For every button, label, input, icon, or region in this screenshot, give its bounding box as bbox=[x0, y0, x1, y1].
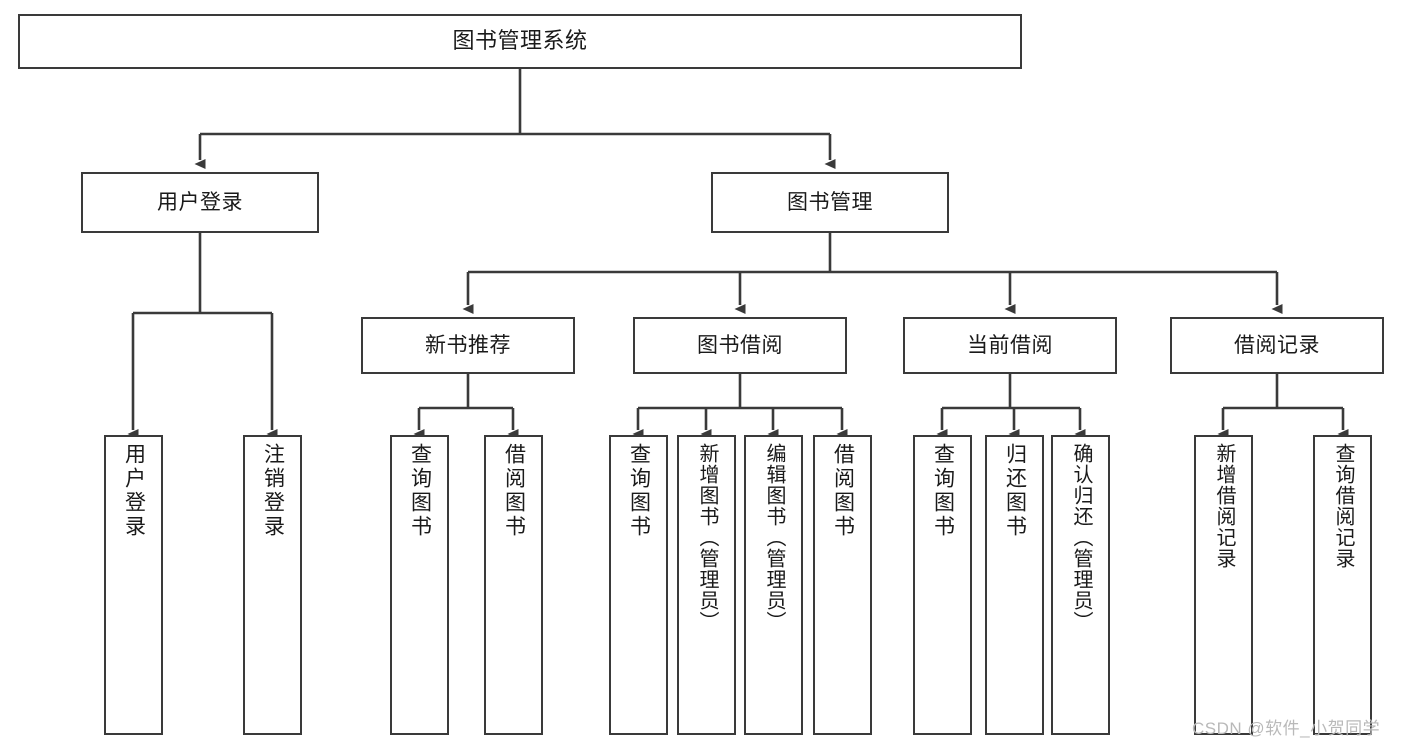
leaf-user-login-logout[interactable]: 注销登录 bbox=[243, 435, 302, 735]
node-label: 借阅图书 bbox=[831, 443, 855, 539]
node-label: 注销登录 bbox=[261, 443, 285, 539]
leaf-current-borrow-query[interactable]: 查询图书 bbox=[913, 435, 972, 735]
node-label: 归还图书 bbox=[1003, 443, 1027, 539]
leaf-book-borrow-query[interactable]: 查询图书 bbox=[609, 435, 668, 735]
csdn-watermark: CSDN @软件_小贺同学 bbox=[1192, 719, 1381, 738]
leaf-new-book-borrow[interactable]: 借阅图书 bbox=[484, 435, 543, 735]
node-label: 图书借阅 bbox=[697, 333, 783, 357]
node-current-borrow[interactable]: 当前借阅 bbox=[903, 317, 1117, 374]
node-label: 确认归还（管理员） bbox=[1070, 443, 1092, 632]
node-label: 图书管理系统 bbox=[452, 28, 588, 54]
node-label: 用户登录 bbox=[122, 443, 146, 539]
leaf-current-borrow-confirm-return[interactable]: 确认归还（管理员） bbox=[1051, 435, 1110, 735]
node-label: 新书推荐 bbox=[425, 333, 511, 357]
leaf-borrow-record-add[interactable]: 新增借阅记录 bbox=[1194, 435, 1253, 735]
node-borrow-record[interactable]: 借阅记录 bbox=[1170, 317, 1384, 374]
node-label: 查询图书 bbox=[627, 443, 651, 539]
leaf-book-borrow-add[interactable]: 新增图书（管理员） bbox=[677, 435, 736, 735]
node-user-login[interactable]: 用户登录 bbox=[81, 172, 319, 233]
leaf-new-book-query[interactable]: 查询图书 bbox=[390, 435, 449, 735]
node-label: 新增图书（管理员） bbox=[696, 443, 718, 632]
leaf-current-borrow-return[interactable]: 归还图书 bbox=[985, 435, 1044, 735]
node-label: 查询图书 bbox=[931, 443, 955, 539]
node-book-management[interactable]: 图书管理 bbox=[711, 172, 949, 233]
node-new-book-recommend[interactable]: 新书推荐 bbox=[361, 317, 575, 374]
node-label: 新增借阅记录 bbox=[1213, 443, 1235, 569]
node-label: 借阅图书 bbox=[502, 443, 526, 539]
leaf-user-login-login[interactable]: 用户登录 bbox=[104, 435, 163, 735]
node-label: 查询借阅记录 bbox=[1332, 443, 1354, 569]
node-label: 查询图书 bbox=[408, 443, 432, 539]
node-label: 图书管理 bbox=[787, 190, 873, 214]
node-label: 借阅记录 bbox=[1234, 333, 1320, 357]
node-book-borrow[interactable]: 图书借阅 bbox=[633, 317, 847, 374]
leaf-book-borrow-borrow[interactable]: 借阅图书 bbox=[813, 435, 872, 735]
leaf-book-borrow-edit[interactable]: 编辑图书（管理员） bbox=[744, 435, 803, 735]
node-label: 用户登录 bbox=[157, 190, 243, 214]
leaf-borrow-record-query[interactable]: 查询借阅记录 bbox=[1313, 435, 1372, 735]
node-book-management-system[interactable]: 图书管理系统 bbox=[18, 14, 1022, 69]
node-label: 编辑图书（管理员） bbox=[763, 443, 785, 632]
node-label: 当前借阅 bbox=[967, 333, 1053, 357]
